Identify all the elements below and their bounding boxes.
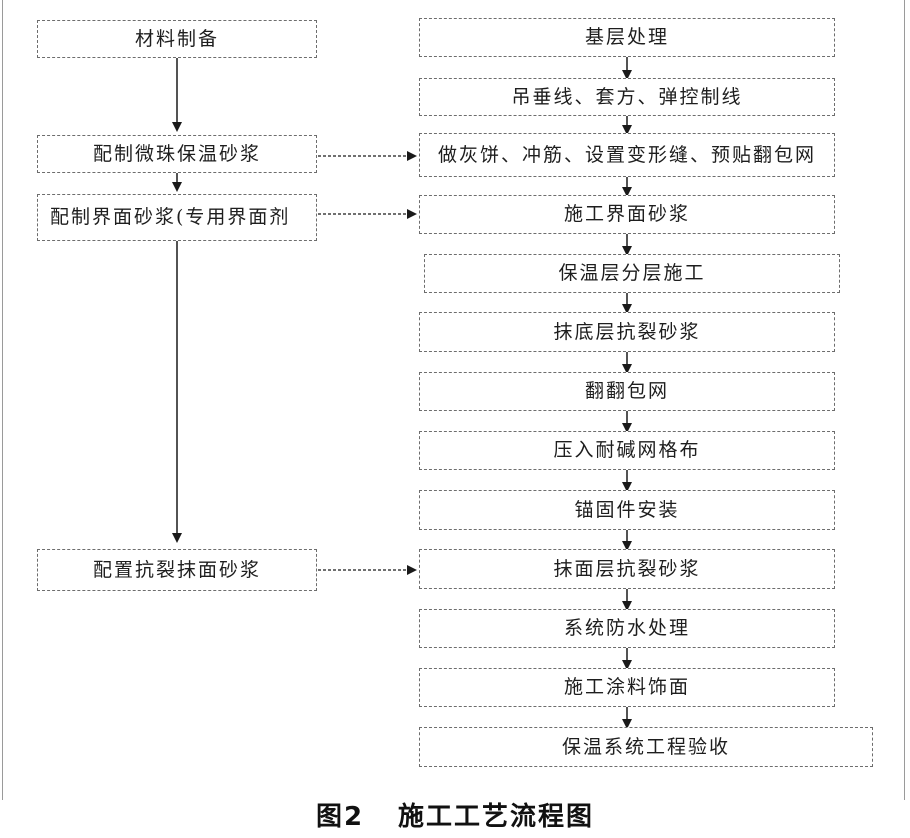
step-apply-interface-mortar: 施工界面砂浆 xyxy=(419,195,835,234)
step-mix-microbead-mortar: 配制微珠保温砂浆 xyxy=(37,135,317,173)
step-base-crack-mortar: 抹底层抗裂砂浆 xyxy=(419,312,835,352)
step-plumb-line: 吊垂线、套方、弹控制线 xyxy=(419,78,835,116)
step-insulation-layers: 保温层分层施工 xyxy=(424,254,840,293)
step-waterproofing: 系统防水处理 xyxy=(419,609,835,648)
figure-title: 施工工艺流程图 xyxy=(398,802,595,832)
step-mix-crack-resistant-mortar: 配置抗裂抹面砂浆 xyxy=(37,549,317,591)
step-ash-cake: 做灰饼、冲筋、设置变形缝、预贴翻包网 xyxy=(419,133,835,177)
right-border-line xyxy=(904,0,905,800)
step-material-prep: 材料制备 xyxy=(37,20,317,58)
step-coating-finish: 施工涂料饰面 xyxy=(419,668,835,707)
step-press-mesh-cloth: 压入耐碱网格布 xyxy=(419,431,835,470)
step-surface-crack-mortar: 抹面层抗裂砂浆 xyxy=(419,549,835,589)
figure-caption: 图2 施工工艺流程图 xyxy=(0,796,910,836)
step-mix-interface-mortar: 配制界面砂浆(专用界面剂 xyxy=(37,194,317,241)
step-acceptance: 保温系统工程验收 xyxy=(419,727,873,767)
step-anchor-install: 锚固件安装 xyxy=(419,490,835,530)
step-fold-mesh: 翻翻包网 xyxy=(419,372,835,411)
figure-number: 图2 xyxy=(315,802,365,832)
left-border-line xyxy=(2,0,3,800)
step-base-treatment: 基层处理 xyxy=(419,18,835,57)
